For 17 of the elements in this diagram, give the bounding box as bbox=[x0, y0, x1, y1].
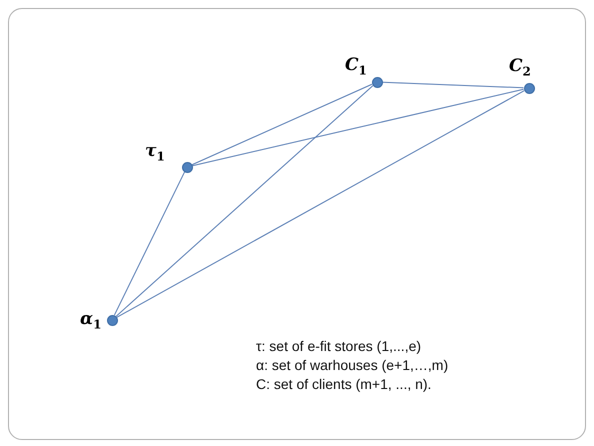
point-label: C$_{1}$ bbox=[345, 57, 367, 76]
connecting-line bbox=[382, 82, 524, 88]
point-marker bbox=[524, 82, 534, 94]
legend-note: α: set of warhouses (e+1,…,m) bbox=[256, 356, 448, 375]
point-marker bbox=[372, 76, 382, 88]
connecting-line bbox=[116, 85, 374, 317]
connecting-line bbox=[116, 90, 525, 318]
legend-note: τ: set of e-fit stores (1,...,e) bbox=[256, 337, 422, 356]
point-label: α$_{1}$ bbox=[80, 311, 102, 330]
point-marker bbox=[106, 314, 118, 326]
connecting-line bbox=[192, 84, 372, 166]
point-label: C$_{2}$ bbox=[509, 58, 531, 78]
point-marker bbox=[182, 162, 192, 172]
legend-note: C: set of clients (m+1, ..., n). bbox=[256, 375, 432, 394]
point-label: τ$_{1}$ bbox=[145, 143, 165, 162]
connecting-line bbox=[114, 171, 186, 316]
connecting-line bbox=[192, 88, 524, 166]
